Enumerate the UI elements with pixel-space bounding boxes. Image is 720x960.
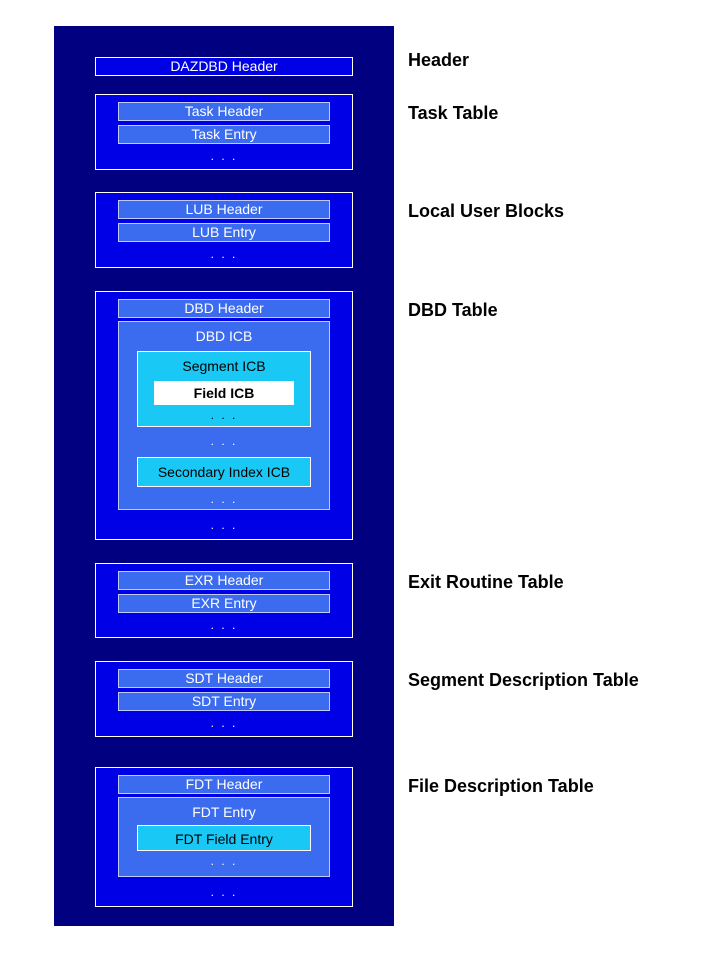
secondary-index-icb-label: Secondary Index ICB bbox=[157, 464, 291, 480]
exr-entry-bar: EXR Entry bbox=[118, 594, 330, 613]
side-label-segment-description-table: Segment Description Table bbox=[408, 670, 639, 690]
exr-header-bar: EXR Header bbox=[118, 571, 330, 590]
fdt-field-entry-box bbox=[137, 825, 311, 851]
fdt-header-bar: FDT Header bbox=[118, 775, 330, 794]
side-label-file-description-table: File Description Table bbox=[408, 776, 594, 796]
sdt-header-bar: SDT Header bbox=[118, 669, 330, 688]
task-ellipsis: . . . bbox=[210, 149, 238, 163]
side-label-header: Header bbox=[408, 50, 470, 70]
dbd-icb-ellipsis-2: . . . bbox=[210, 492, 238, 506]
dbd-icb-label: DBD ICB bbox=[195, 328, 253, 344]
fdt-field-entry-label: FDT Field Entry bbox=[175, 831, 273, 847]
exr-ellipsis: . . . bbox=[210, 618, 238, 632]
fdt-ellipsis: . . . bbox=[210, 885, 238, 899]
side-label-dbd-table: DBD Table bbox=[408, 300, 498, 320]
sdt-entry-bar: SDT Entry bbox=[118, 692, 330, 711]
field-icb-label: Field ICB bbox=[193, 385, 255, 401]
fdt-entry-label: FDT Entry bbox=[192, 804, 256, 820]
segment-icb-ellipsis: . . . bbox=[210, 408, 238, 422]
dbd-icb-ellipsis-1: . . . bbox=[210, 434, 238, 448]
secondary-index-icb-box bbox=[137, 457, 311, 487]
sdt-ellipsis: . . . bbox=[210, 716, 238, 730]
task-entry-bar: Task Entry bbox=[118, 125, 330, 144]
lub-entry-bar: LUB Entry bbox=[118, 223, 330, 242]
side-label-local-user-blocks: Local User Blocks bbox=[408, 201, 565, 221]
lub-ellipsis: . . . bbox=[210, 247, 238, 261]
side-label-task-table: Task Table bbox=[408, 103, 499, 123]
field-icb-box bbox=[154, 381, 294, 405]
fdt-entry-ellipsis: . . . bbox=[210, 854, 238, 868]
side-label-exit-routine-table: Exit Routine Table bbox=[408, 572, 564, 592]
dazdbd-header-bar: DAZDBD Header bbox=[95, 57, 353, 76]
lub-header-bar: LUB Header bbox=[118, 200, 330, 219]
dbd-header-bar: DBD Header bbox=[118, 299, 330, 318]
segment-icb-label: Segment ICB bbox=[182, 358, 266, 374]
dbd-table-ellipsis: . . . bbox=[210, 518, 238, 532]
task-header-bar: Task Header bbox=[118, 102, 330, 121]
